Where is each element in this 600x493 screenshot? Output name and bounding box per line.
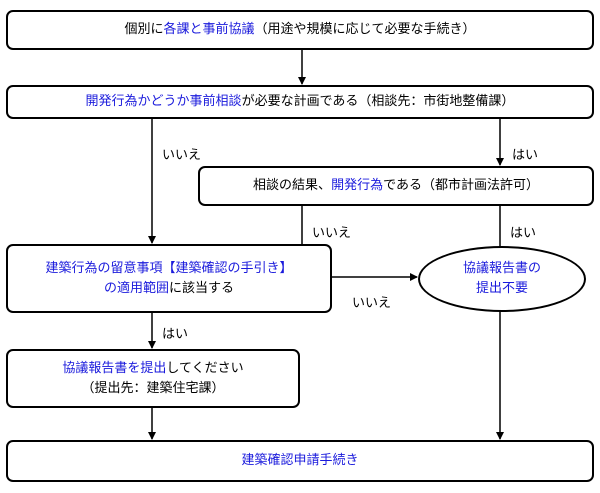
box3-text-post: である（都市計画法許可） — [383, 178, 539, 193]
step-development-check-box: 開発行為かどうか事前相談が必要な計画である（相談先：市街地整備課） — [6, 85, 594, 119]
step-consultation-result-box: 相談の結果、開発行為である（都市計画法許可） — [198, 166, 594, 206]
label-yes-box3: はい — [510, 226, 537, 241]
box5-text-line2: （提出先：建築住宅課） — [81, 380, 225, 396]
ellipse-line1[interactable]: 協議報告書の — [462, 261, 541, 276]
label-yes-box2: はい — [512, 148, 539, 163]
box3-link[interactable]: 開発行為 — [331, 178, 384, 193]
step-prior-consultation-box: 個別に各課と事前協議（用途や規模に応じて必要な手続き） — [6, 10, 594, 50]
box1-text-pre: 個別に — [124, 22, 164, 37]
submit-report-box: 協議報告書を提出してください （提出先：建築住宅課） — [6, 349, 300, 408]
box1-link[interactable]: 各課と事前協議 — [163, 22, 255, 37]
box3-text-pre: 相談の結果、 — [253, 178, 332, 193]
label-no-box2: いいえ — [162, 148, 202, 163]
box4-text-line2: に該当する — [169, 280, 235, 296]
label-no-box3: いいえ — [312, 226, 352, 241]
box4-link-line1[interactable]: 建築行為の留意事項【建築確認の手引き】 — [45, 260, 293, 276]
label-yes-box4: はい — [162, 327, 189, 342]
building-permit-application-box: 建築確認申請手続き — [6, 440, 594, 482]
box2-link[interactable]: 開発行為かどうか事前相談 — [85, 94, 242, 109]
box1-text-post: （用途や規模に応じて必要な手続き） — [254, 22, 476, 37]
ellipse-line2[interactable]: 提出不要 — [475, 281, 528, 296]
step-building-scope-box: 建築行為の留意事項【建築確認の手引き】 の適用範囲に該当する — [6, 244, 332, 313]
box6-link[interactable]: 建築確認申請手続き — [241, 453, 359, 468]
box5-text-line1: してください — [166, 360, 244, 376]
box4-link-line2[interactable]: の適用範囲 — [103, 280, 169, 296]
label-no-box4: いいえ — [352, 296, 392, 311]
box5-link[interactable]: 協議報告書を提出 — [62, 360, 167, 376]
box2-text-post: が必要な計画である（相談先：市街地整備課） — [241, 94, 515, 109]
no-report-needed-ellipse: 協議報告書の 提出不要 — [418, 246, 586, 312]
